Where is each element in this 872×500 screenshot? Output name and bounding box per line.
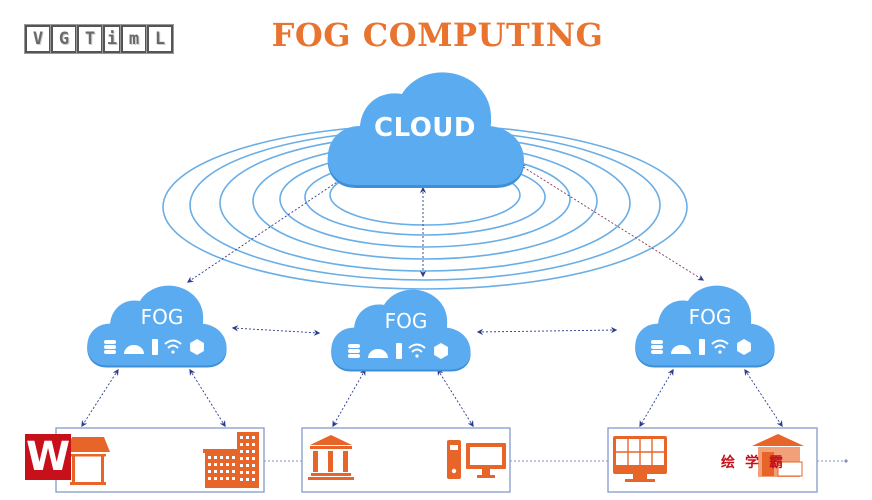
connector-fog1-device-b — [189, 368, 226, 428]
bank-building-icon — [308, 435, 354, 480]
logo-letter: m — [121, 25, 147, 53]
connector-fog1-device-a — [81, 368, 119, 428]
device-icon — [152, 339, 158, 355]
warehouse-icon — [752, 434, 804, 477]
connector-endpoint-dot — [844, 459, 848, 463]
desktop-computer-icon — [447, 440, 506, 479]
connector-fog-left-center — [231, 325, 321, 336]
connector-fog-center-right — [476, 326, 618, 336]
dome-icon — [671, 345, 691, 354]
wifi-icon — [711, 339, 729, 354]
connectors — [81, 164, 845, 462]
hexagon-icon — [737, 339, 751, 355]
logo-letter: L — [147, 25, 173, 53]
connector-fog2-device-b — [437, 368, 474, 428]
hexagon-icon — [434, 343, 448, 359]
logo-letter: G — [51, 25, 77, 53]
vgtime-logo: V G T i m L — [25, 22, 181, 54]
connector-fog2-device-a — [332, 368, 366, 428]
database-icon — [348, 344, 360, 358]
fog-label-center: FOG — [384, 309, 428, 333]
connector-cloud-fog-left — [186, 177, 345, 283]
database-icon — [104, 340, 116, 354]
watermark-w-logo: W — [25, 434, 71, 480]
cloud-label: CLOUD — [373, 113, 477, 143]
connector-fog3-device-b — [744, 368, 783, 428]
hexagon-icon — [190, 339, 204, 355]
diagram-title: FOG COMPUTING — [271, 16, 604, 54]
monitor-dashboard-icon — [613, 436, 667, 482]
connector-cloud-fog-right — [518, 164, 705, 281]
logo-letter: T — [77, 25, 103, 53]
connector-fog3-device-a — [639, 368, 674, 428]
fog-label-right: FOG — [688, 305, 732, 329]
logo-letter: V — [25, 25, 51, 53]
watermark-text: 绘学霸 — [721, 455, 793, 471]
wifi-icon — [408, 343, 426, 358]
device-icon — [396, 343, 402, 359]
office-building-icon — [203, 432, 259, 488]
fog-label-left: FOG — [140, 305, 184, 329]
wifi-icon — [164, 339, 182, 354]
logo-letter: i — [103, 25, 121, 53]
store-icon — [66, 437, 110, 485]
dome-icon — [124, 345, 144, 354]
database-icon — [651, 340, 663, 354]
dome-icon — [368, 349, 388, 358]
device-icon — [699, 339, 705, 355]
